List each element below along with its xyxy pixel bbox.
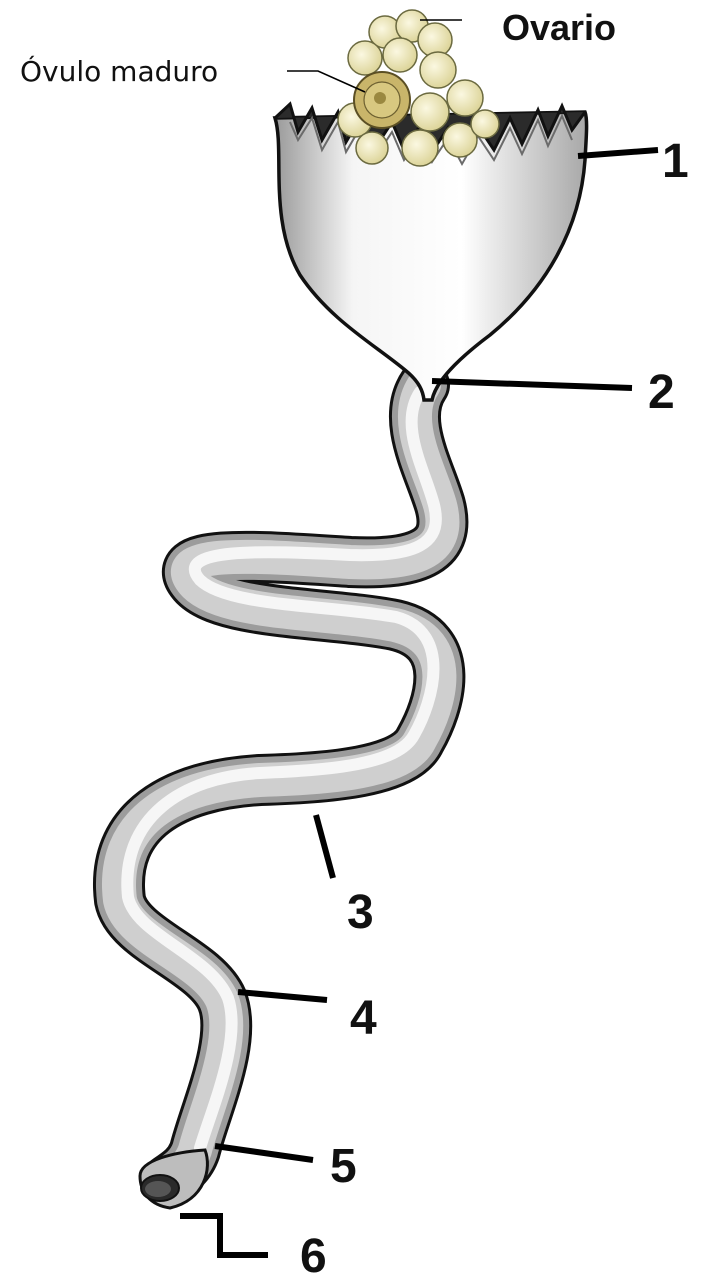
follicle bbox=[356, 132, 388, 164]
leader-1 bbox=[578, 150, 658, 156]
follicle bbox=[348, 41, 382, 75]
label-2: 2 bbox=[648, 366, 675, 419]
leader-6 bbox=[180, 1216, 268, 1255]
follicle bbox=[447, 80, 483, 116]
label-5: 5 bbox=[330, 1140, 357, 1193]
label-4: 4 bbox=[350, 992, 377, 1045]
follicle bbox=[420, 52, 456, 88]
oviduct-tube bbox=[119, 385, 442, 1180]
leader-3 bbox=[316, 815, 333, 878]
leader-2 bbox=[432, 381, 632, 388]
label-1: 1 bbox=[662, 135, 689, 188]
leader-5 bbox=[215, 1146, 313, 1160]
ovary bbox=[338, 10, 499, 166]
label-mature-ovum: Óvulo maduro bbox=[20, 54, 218, 88]
label-ovary: Ovario bbox=[502, 7, 616, 48]
follicle bbox=[383, 38, 417, 72]
label-6: 6 bbox=[300, 1230, 327, 1278]
label-3: 3 bbox=[347, 886, 374, 939]
leader-4 bbox=[238, 992, 327, 1000]
follicle bbox=[471, 110, 499, 138]
tube-opening bbox=[140, 1150, 207, 1208]
leader-mature-ovum bbox=[287, 71, 365, 92]
follicle bbox=[411, 93, 449, 131]
follicle bbox=[402, 130, 438, 166]
